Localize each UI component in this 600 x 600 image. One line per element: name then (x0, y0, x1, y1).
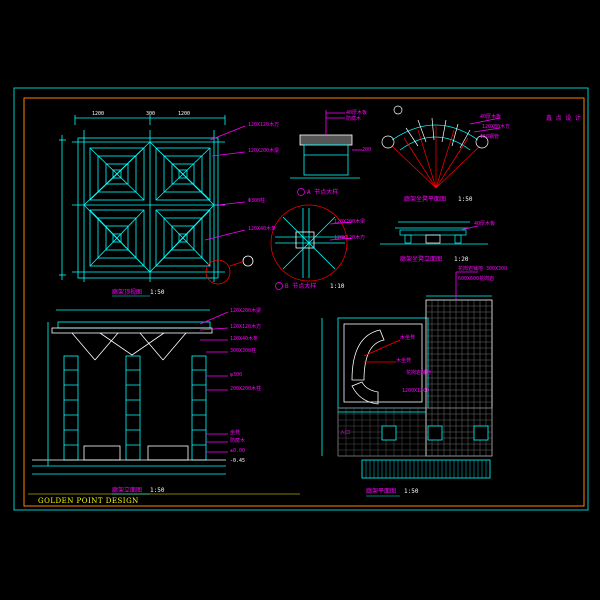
footer-brand: GOLDEN POINT DESIGN (38, 497, 139, 505)
bench-elev-title: 廊架坐凳立面图 (400, 256, 443, 263)
elev-scale: 1:50 (150, 487, 165, 494)
site-title: 廊架平面图 (366, 488, 397, 495)
detail-b-scale: 1:10 (330, 283, 345, 290)
curve-title: 廊架坐凳平面图 (404, 196, 447, 203)
bench-elev-callout: 40厚木板 (474, 221, 496, 227)
elev-callout-7: 坐凳 (230, 430, 241, 436)
plan-dim-3: 1200 (178, 111, 191, 117)
site-callout-3: 花岗岩铺地 (406, 370, 432, 376)
elev-callout-9: ±0.00 (230, 448, 246, 454)
curve-scale: 1:50 (458, 196, 473, 203)
site-scale: 1:50 (404, 488, 419, 495)
curved-bench-plan (381, 105, 501, 189)
elev-callout-3: 120X40木条 (230, 336, 259, 342)
elev-callout-10: -0.45 (230, 458, 246, 464)
plan-callout-4: 120X40木条 (248, 226, 277, 232)
elev-callout-4: 300X300柱 (230, 348, 257, 354)
detail-a-title: A 节点大样 (307, 189, 339, 196)
bench-elevation (380, 221, 488, 245)
elev-callout-1: 120X200木梁 (230, 308, 262, 314)
plan-callout-1: 120X120木方 (248, 122, 280, 128)
elev-callout-5: φ300 (230, 372, 243, 378)
plan-dim-2: 300 (146, 111, 156, 117)
detail-b-marker (275, 282, 283, 290)
front-elevation (32, 309, 229, 475)
inner-frame (23, 97, 585, 507)
site-callout-5: 入口 (340, 430, 351, 436)
plan-title: 廊架顶视图 (112, 289, 143, 296)
elev-callout-8: 防腐木 (230, 438, 246, 444)
site-plan (321, 271, 493, 479)
plan-callout-2: 120X200木梁 (248, 148, 280, 154)
curve-callout-2: 120X80木方 (482, 124, 511, 130)
plan-view (59, 115, 254, 285)
plan-callout-3: Φ300柱 (248, 198, 266, 204)
site-callout-4: 1200X1200 (402, 388, 430, 394)
outer-frame (13, 87, 589, 511)
detail-a-callout-1: 40厚木板 (346, 110, 368, 116)
detail-a-marker (297, 188, 305, 196)
elev-callout-6: 200X200木柱 (230, 386, 262, 392)
elev-callout-2: 120X120木方 (230, 324, 262, 330)
bench-elev-scale: 1:20 (454, 256, 469, 263)
site-callout-2: 木坐凳 (396, 358, 412, 364)
detail-b-callout-1: 120X200木梁 (334, 219, 366, 225)
plan-dim-1: 1200 (92, 111, 105, 117)
plan-scale: 1:50 (150, 289, 165, 296)
corner-mark: 鑫 点 设 计 (546, 115, 581, 122)
detail-a-callout-2: 防腐木 (346, 116, 362, 122)
detail-b-callout-2: 120X120木方 (334, 235, 366, 241)
site-callout-1: 木坐凳 (400, 335, 416, 341)
curve-callout-3: Φ50钢管 (480, 134, 500, 140)
detail-b (270, 204, 353, 282)
detail-a-callout-3: 200 (362, 147, 372, 153)
elev-title: 廊架立面图 (112, 487, 143, 494)
site-top-note: 花岗岩铺地 300X300 (458, 266, 508, 272)
detail-a (290, 110, 362, 179)
site-paving-note: 600X600花岗岩 (458, 276, 495, 282)
detail-b-title: B 节点大样 (285, 283, 317, 290)
curve-callout-1: 40厚木板 (480, 114, 502, 120)
